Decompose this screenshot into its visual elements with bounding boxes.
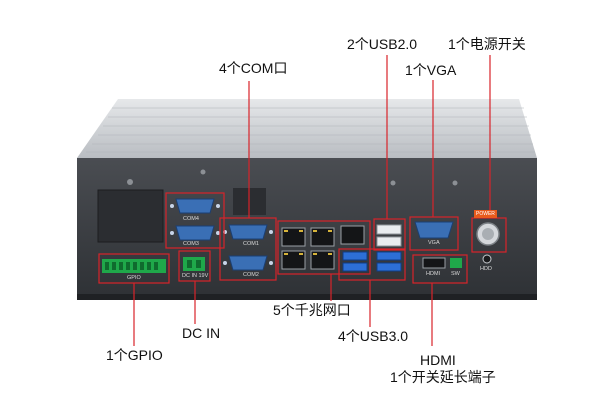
highlight-usb3 — [338, 248, 406, 281]
hdmi-port — [422, 257, 446, 269]
label-vga: 1个VGA — [405, 62, 457, 78]
chassis-top — [77, 99, 537, 158]
highlight-power — [471, 217, 507, 253]
screw-icon — [127, 169, 458, 186]
highlight-usb2 — [373, 218, 406, 251]
label-dcin: DC IN — [182, 325, 221, 341]
dcin-silk: DC IN 19V — [182, 273, 209, 279]
hdmi-silk: HDMI — [426, 271, 441, 277]
label-usb20: 2个USB2.0 — [347, 36, 418, 52]
usb3-ports — [342, 251, 402, 272]
label-lan: 5个千兆网口 — [273, 302, 351, 318]
hdd-silk: HDD — [480, 266, 492, 272]
label-switch-ext: 1个开关延长端子 — [390, 369, 496, 385]
highlight-com-right — [219, 217, 277, 281]
label-hdmi: HDMI — [420, 352, 456, 368]
highlight-lan — [277, 220, 371, 275]
hdd-led — [482, 254, 492, 264]
label-usb30: 4个USB3.0 — [338, 328, 409, 344]
vga-silk: VGA — [428, 240, 440, 246]
power-button-icon — [476, 222, 500, 246]
blank-plate — [97, 189, 164, 243]
label-com: 4个COM口 — [219, 60, 288, 76]
gpio-silk: GPIO — [127, 275, 141, 281]
com-ports — [175, 198, 268, 271]
highlight-com-left — [165, 192, 225, 249]
sw-terminal — [450, 258, 462, 268]
highlight-vga — [409, 216, 459, 251]
label-gpio: 1个GPIO — [106, 347, 163, 363]
dc-in-terminal — [183, 257, 205, 271]
power-tag: POWER — [474, 210, 497, 218]
usb2-ports — [376, 224, 402, 247]
sw-silk: SW — [451, 271, 460, 277]
highlight-hdmi — [412, 254, 468, 284]
vga-port — [414, 221, 454, 239]
com1-silk: COM1 — [243, 241, 259, 247]
label-power: 1个电源开关 — [448, 36, 526, 52]
com2-silk: COM2 — [243, 272, 259, 278]
com4-silk: COM4 — [183, 216, 199, 222]
com3-silk: COM3 — [183, 241, 199, 247]
lan-ports — [281, 225, 365, 270]
